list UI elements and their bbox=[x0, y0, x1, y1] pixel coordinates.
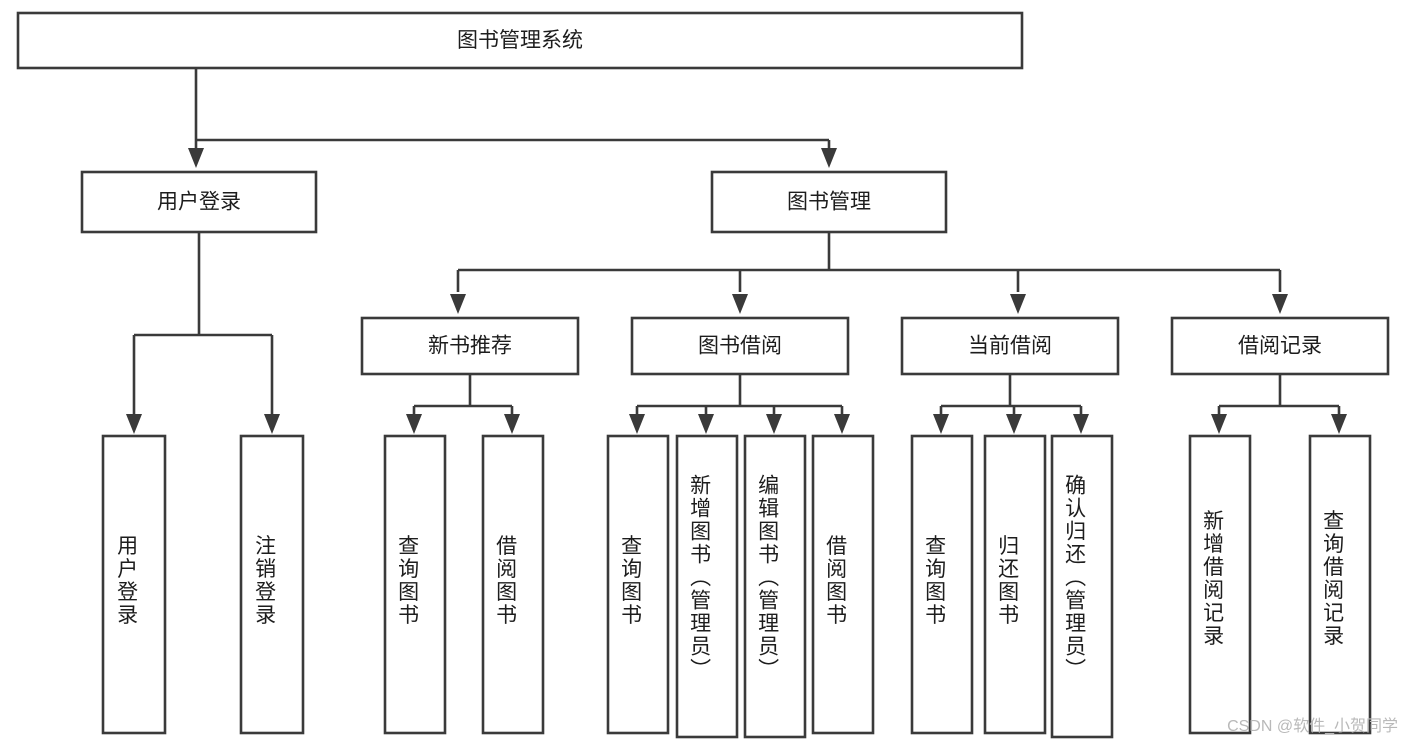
node-box[interactable] bbox=[630, 316, 850, 376]
arrow-head-icon bbox=[1272, 294, 1288, 314]
node-leaf-logout[interactable]: 注销登录 bbox=[239, 434, 305, 735]
arrow-head-icon bbox=[834, 414, 850, 434]
node-leaf-add-book[interactable]: 新增图书（管理员） bbox=[675, 434, 739, 739]
node-label: 查询借阅记录 bbox=[1321, 510, 1345, 648]
node-box[interactable] bbox=[1170, 316, 1390, 376]
node-label: 确认归还（管理员） bbox=[1063, 474, 1087, 681]
arrow-heads-layer bbox=[126, 148, 1347, 434]
node-box[interactable] bbox=[900, 316, 1120, 376]
arrow-head-icon bbox=[1073, 414, 1089, 434]
arrow-head-icon bbox=[126, 414, 142, 434]
node-box[interactable] bbox=[360, 316, 580, 376]
node-label: 查询图书 bbox=[396, 535, 420, 627]
arrow-head-icon bbox=[1010, 294, 1026, 314]
node-label: 新增借阅记录 bbox=[1201, 510, 1225, 648]
node-user-login[interactable]: 用户登录 bbox=[80, 170, 318, 234]
node-leaf-add-record[interactable]: 新增借阅记录 bbox=[1188, 434, 1252, 735]
node-book-borrow[interactable]: 图书借阅 bbox=[630, 316, 850, 376]
node-box[interactable] bbox=[811, 434, 875, 735]
node-label: 查询图书 bbox=[923, 535, 947, 627]
node-leaf-user-login[interactable]: 用户登录 bbox=[101, 434, 167, 735]
node-leaf-return-book[interactable]: 归还图书 bbox=[983, 434, 1047, 735]
node-leaf-query-record[interactable]: 查询借阅记录 bbox=[1308, 434, 1372, 735]
node-label: 用户登录 bbox=[157, 191, 241, 214]
node-box[interactable] bbox=[101, 434, 167, 735]
node-leaf-query-book-current[interactable]: 查询图书 bbox=[910, 434, 974, 735]
node-leaf-query-book-borrow[interactable]: 查询图书 bbox=[606, 434, 670, 735]
node-label: 查询图书 bbox=[619, 535, 643, 627]
node-label: 新增图书（管理员） bbox=[688, 474, 712, 681]
node-label: 借阅图书 bbox=[824, 535, 848, 627]
node-box[interactable] bbox=[910, 434, 974, 735]
node-label: 借阅记录 bbox=[1238, 335, 1322, 358]
node-root[interactable]: 图书管理系统 bbox=[16, 11, 1024, 70]
node-book-manage[interactable]: 图书管理 bbox=[710, 170, 948, 234]
arrow-head-icon bbox=[188, 148, 204, 168]
node-box[interactable] bbox=[383, 434, 447, 735]
node-leaf-query-book-rec[interactable]: 查询图书 bbox=[383, 434, 447, 735]
node-box[interactable] bbox=[1188, 434, 1252, 735]
node-label: 新书推荐 bbox=[428, 335, 512, 358]
node-label: 图书管理系统 bbox=[457, 29, 583, 52]
arrow-head-icon bbox=[1006, 414, 1022, 434]
arrow-head-icon bbox=[933, 414, 949, 434]
arrow-head-icon bbox=[450, 294, 466, 314]
arrow-head-icon bbox=[732, 294, 748, 314]
node-box[interactable] bbox=[80, 170, 318, 234]
node-label: 归还图书 bbox=[996, 535, 1020, 627]
node-box[interactable] bbox=[1050, 434, 1114, 739]
node-box[interactable] bbox=[675, 434, 739, 739]
arrow-head-icon bbox=[1331, 414, 1347, 434]
node-label: 当前借阅 bbox=[968, 335, 1052, 358]
node-box[interactable] bbox=[710, 170, 948, 234]
node-leaf-edit-book[interactable]: 编辑图书（管理员） bbox=[743, 434, 807, 739]
node-label: 编辑图书（管理员） bbox=[756, 474, 780, 681]
arrow-head-icon bbox=[1211, 414, 1227, 434]
node-label: 用户登录 bbox=[115, 535, 139, 627]
node-box[interactable] bbox=[481, 434, 545, 735]
node-new-book-recommend[interactable]: 新书推荐 bbox=[360, 316, 580, 376]
arrow-head-icon bbox=[264, 414, 280, 434]
node-leaf-borrow-book[interactable]: 借阅图书 bbox=[811, 434, 875, 735]
node-box[interactable] bbox=[239, 434, 305, 735]
node-leaf-confirm-return[interactable]: 确认归还（管理员） bbox=[1050, 434, 1114, 739]
node-label: 图书借阅 bbox=[698, 335, 782, 358]
node-label: 注销登录 bbox=[253, 535, 277, 627]
node-label: 借阅图书 bbox=[494, 535, 518, 627]
arrow-head-icon bbox=[698, 414, 714, 434]
node-current-borrow[interactable]: 当前借阅 bbox=[900, 316, 1120, 376]
arrow-head-icon bbox=[821, 148, 837, 168]
node-box[interactable] bbox=[1308, 434, 1372, 735]
csdn-watermark: CSDN @软件_小贺同学 bbox=[1227, 717, 1398, 735]
node-box[interactable] bbox=[983, 434, 1047, 735]
node-box[interactable] bbox=[743, 434, 807, 739]
node-borrow-record[interactable]: 借阅记录 bbox=[1170, 316, 1390, 376]
arrow-head-icon bbox=[406, 414, 422, 434]
node-box[interactable] bbox=[16, 11, 1024, 70]
node-label: 图书管理 bbox=[787, 191, 871, 214]
arrow-head-icon bbox=[766, 414, 782, 434]
node-box[interactable] bbox=[606, 434, 670, 735]
arrow-head-icon bbox=[629, 414, 645, 434]
arrow-head-icon bbox=[504, 414, 520, 434]
node-leaf-borrow-book-rec[interactable]: 借阅图书 bbox=[481, 434, 545, 735]
nodes-layer: 图书管理系统用户登录图书管理新书推荐图书借阅当前借阅借阅记录用户登录注销登录查询… bbox=[16, 11, 1390, 739]
